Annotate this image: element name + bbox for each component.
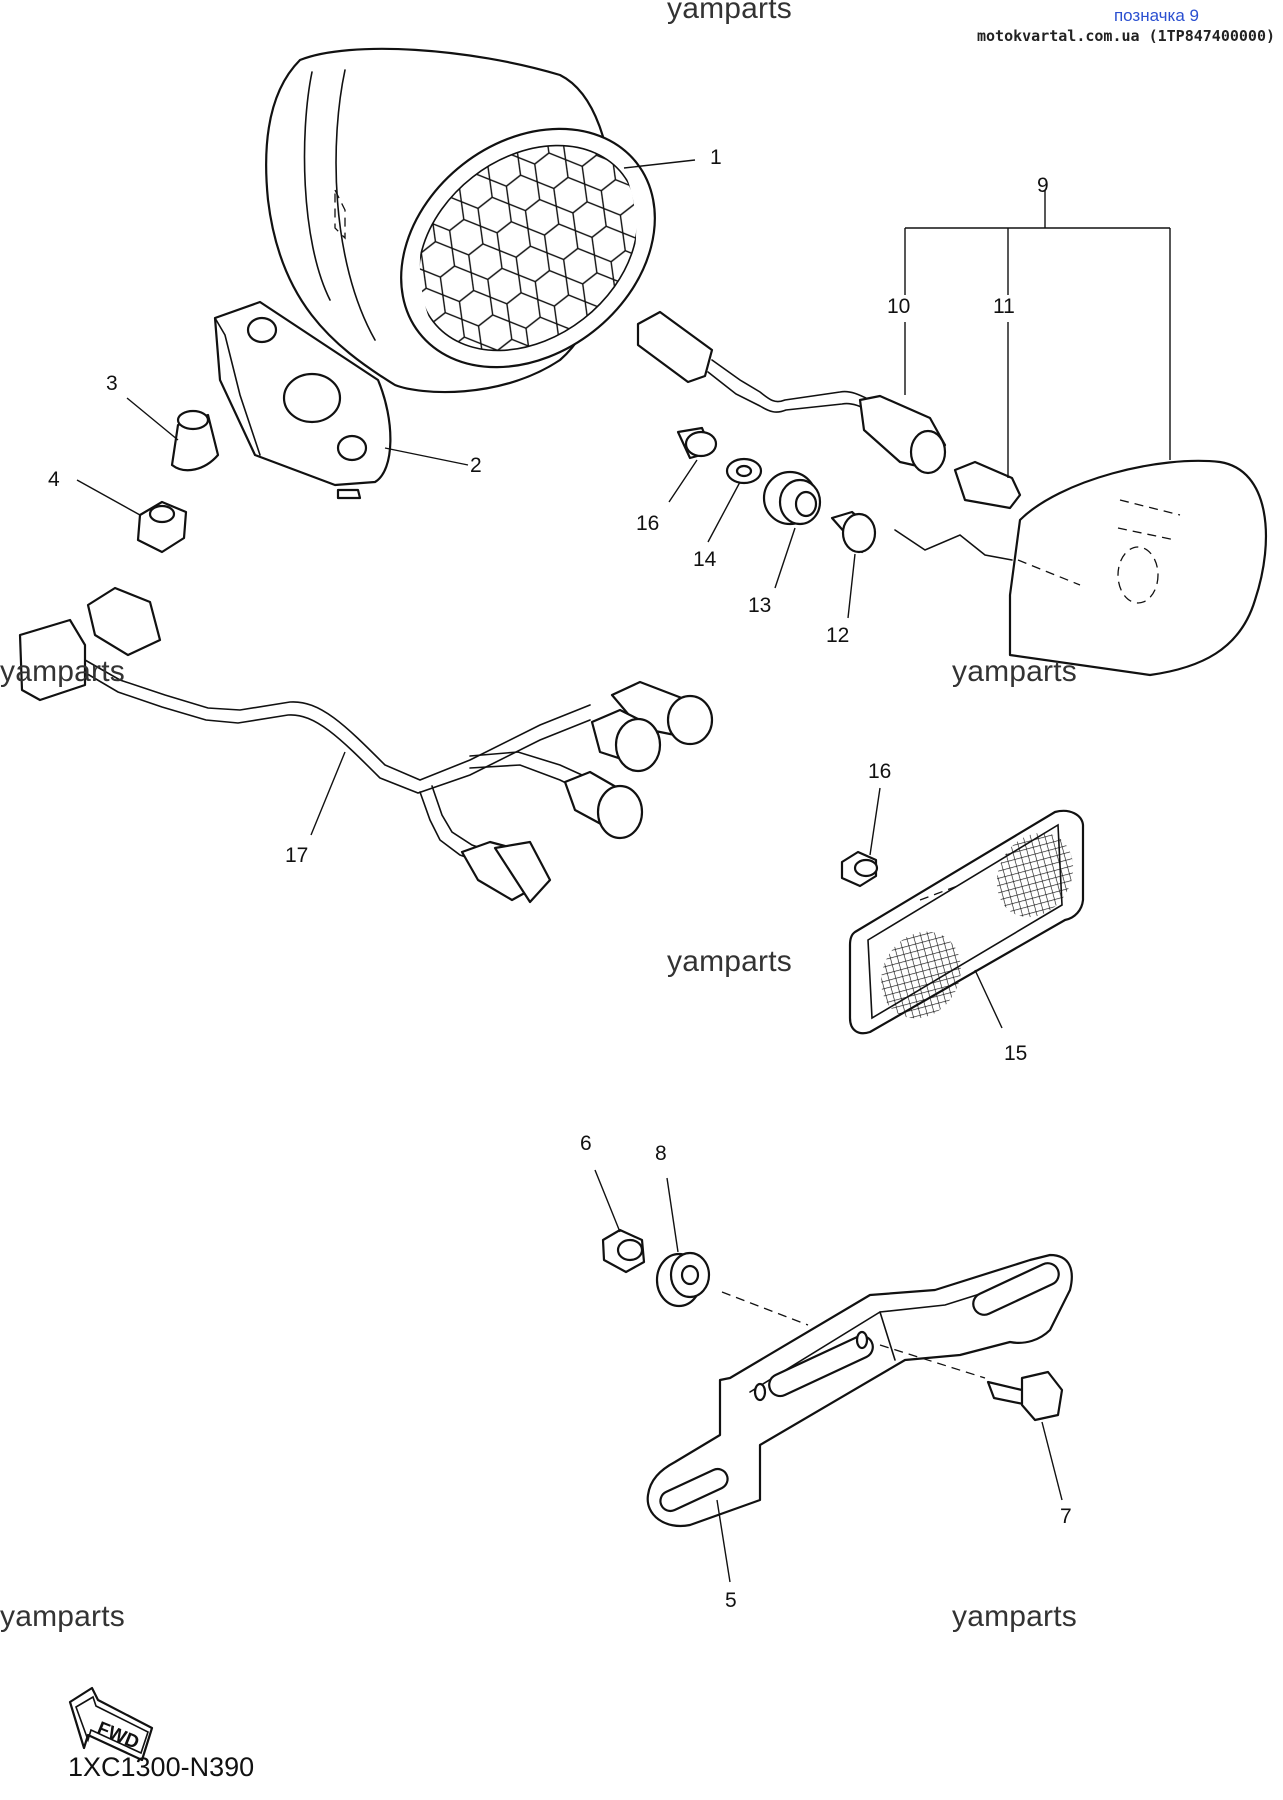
- callout-7: 7: [1060, 1505, 1072, 1528]
- wire-harness-part-17: [18, 586, 714, 904]
- callout-4: 4: [48, 468, 60, 491]
- callout-10: 10: [887, 295, 910, 318]
- tail-light-bracket: [213, 300, 392, 500]
- nut-part-4: [136, 500, 188, 554]
- washer-part-8: [655, 1251, 711, 1308]
- callout-13: 13: [748, 594, 771, 617]
- fwd-arrow-icon: FWD: [68, 1686, 154, 1762]
- callout-5: 5: [725, 1589, 737, 1612]
- callout-1: 1: [710, 146, 722, 169]
- callout-2: 2: [470, 454, 482, 477]
- nut-part-6: [601, 1228, 646, 1274]
- grommet-set-upper: [676, 426, 877, 554]
- license-bracket-part-5: [646, 1253, 1073, 1528]
- watermark: yamparts: [952, 1600, 1077, 1633]
- watermark: yamparts: [0, 655, 125, 688]
- watermark: yamparts: [952, 655, 1077, 688]
- bolt-part-7: [986, 1370, 1064, 1422]
- callout-17: 17: [285, 844, 308, 867]
- callout-15: 15: [1004, 1042, 1027, 1065]
- reflector-part-15: [848, 809, 1085, 1035]
- watermark: yamparts: [0, 1600, 125, 1633]
- callout-16-upper: 16: [636, 512, 659, 535]
- callout-16-lower: 16: [868, 760, 891, 783]
- tail-light-assembly: [265, 47, 656, 394]
- marker-lamp-housing: [894, 459, 1268, 677]
- callout-14: 14: [693, 548, 717, 571]
- watermark: yamparts: [667, 0, 792, 25]
- callout-11: 11: [993, 295, 1015, 318]
- callout-9: 9: [1037, 174, 1049, 197]
- diagram-code: 1XC1300-N390: [68, 1752, 255, 1782]
- callout-12: 12: [826, 624, 849, 647]
- leader-lines: [76, 159, 1171, 1583]
- header-title: позначка 9: [1113, 6, 1199, 25]
- assembly-line-washer: [721, 1291, 809, 1326]
- header-site: motokvartal.com.ua (1TP847400000): [976, 27, 1275, 45]
- nut-part-16-lower: [840, 850, 879, 888]
- callout-6: 6: [580, 1132, 592, 1155]
- callout-8: 8: [655, 1142, 667, 1165]
- bulb-socket-assembly: [636, 310, 1022, 510]
- bolt-part-3: [170, 409, 220, 472]
- watermark: yamparts: [667, 945, 792, 978]
- callout-3: 3: [106, 372, 118, 395]
